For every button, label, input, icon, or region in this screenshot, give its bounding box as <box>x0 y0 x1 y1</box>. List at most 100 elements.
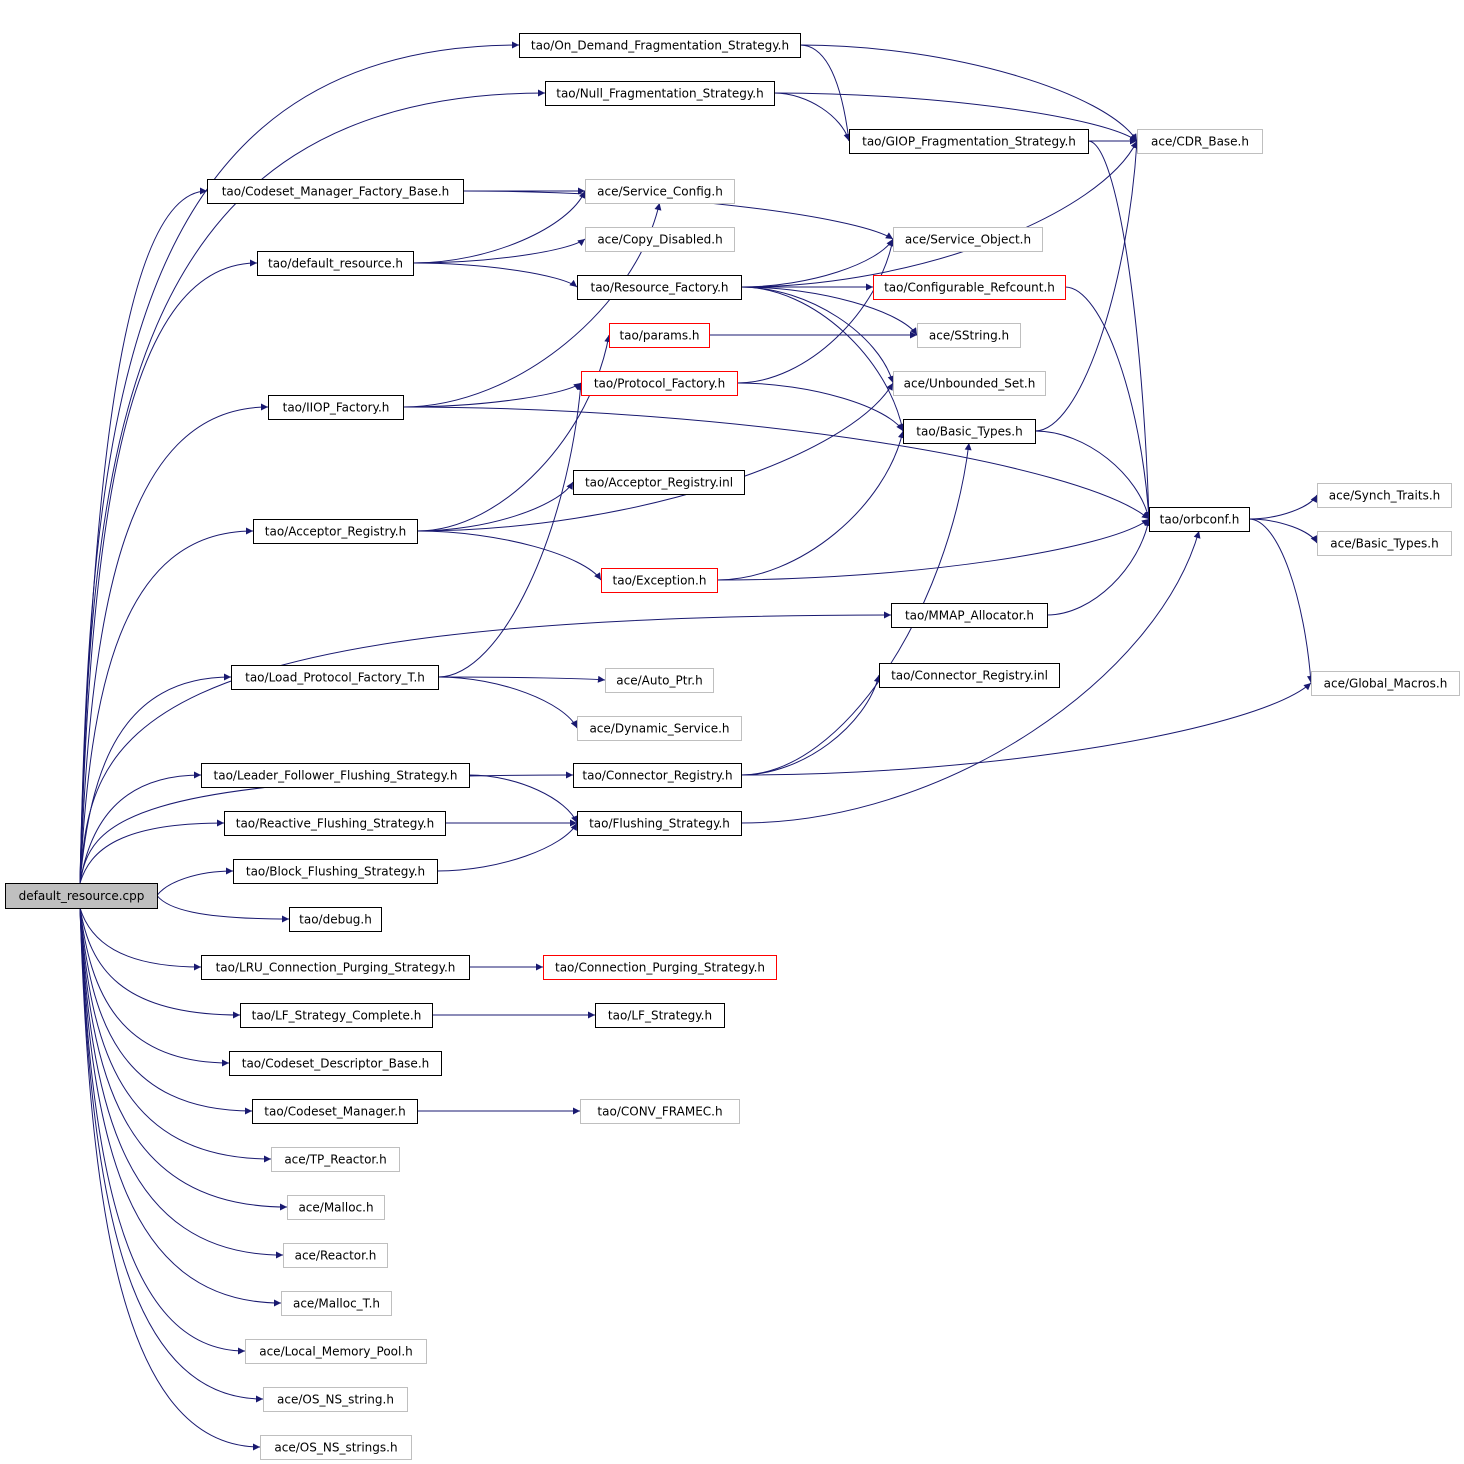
edge-root-to-malloct <box>79 907 282 1307</box>
node-reactor[interactable]: ace/Reactor.h <box>283 1243 388 1268</box>
node-exception[interactable]: tao/Exception.h <box>601 568 718 593</box>
node-root[interactable]: default_resource.cpp <box>5 883 158 909</box>
node-label: tao/Connection_Purging_Strategy.h <box>555 961 765 975</box>
node-label: tao/Acceptor_Registry.inl <box>585 476 733 490</box>
edge-resfac-to-cdr <box>740 140 1138 288</box>
node-params[interactable]: tao/params.h <box>609 323 710 348</box>
node-resfac[interactable]: tao/Resource_Factory.h <box>577 275 742 300</box>
node-box <box>201 763 470 788</box>
node-ondemand[interactable]: tao/On_Demand_Fragmentation_Strategy.h <box>519 33 801 58</box>
edge-defres-to-copydis <box>412 238 586 264</box>
node-localmem[interactable]: ace/Local_Memory_Pool.h <box>245 1339 427 1364</box>
node-csmgr[interactable]: tao/Codeset_Manager.h <box>252 1099 418 1124</box>
node-box <box>595 1003 725 1028</box>
node-basictypes[interactable]: tao/Basic_Types.h <box>903 419 1036 444</box>
edge-root-to-osnsstrings <box>79 907 261 1451</box>
node-orbconf[interactable]: tao/orbconf.h <box>1149 507 1250 532</box>
node-mmap[interactable]: tao/MMAP_Allocator.h <box>891 603 1048 628</box>
node-label: tao/Connector_Registry.h <box>582 769 732 783</box>
node-box <box>605 668 714 693</box>
node-box <box>545 81 775 106</box>
node-nullfrag[interactable]: tao/Null_Fragmentation_Strategy.h <box>545 81 775 106</box>
node-box <box>891 603 1048 628</box>
node-label: ace/Service_Config.h <box>597 185 723 199</box>
node-iiopfac[interactable]: tao/IIOP_Factory.h <box>268 395 404 420</box>
node-label: tao/orbconf.h <box>1160 513 1240 527</box>
node-debug[interactable]: tao/debug.h <box>289 907 382 932</box>
node-box <box>577 716 742 741</box>
node-label: ace/Reactor.h <box>295 1249 377 1263</box>
node-dynsvc[interactable]: ace/Dynamic_Service.h <box>577 716 742 741</box>
edge-orbconf-to-globmac <box>1248 518 1314 684</box>
node-acebasic[interactable]: ace/Basic_Types.h <box>1317 531 1452 556</box>
node-box <box>207 179 464 204</box>
node-svccfg[interactable]: ace/Service_Config.h <box>585 179 735 204</box>
node-unbset[interactable]: ace/Unbounded_Set.h <box>893 371 1046 396</box>
node-malloct[interactable]: ace/Malloc_T.h <box>281 1291 392 1316</box>
edge-root-to-reactflush <box>79 819 225 884</box>
node-copydis[interactable]: ace/Copy_Disabled.h <box>585 227 735 252</box>
node-loadprot[interactable]: tao/Load_Protocol_Factory_T.h <box>231 665 439 690</box>
edge-ondemand-to-cdr <box>799 44 1138 142</box>
node-accreginl[interactable]: tao/Acceptor_Registry.inl <box>573 470 745 495</box>
node-osnsstrings[interactable]: ace/OS_NS_strings.h <box>260 1435 412 1460</box>
node-connreginl[interactable]: tao/Connector_Registry.inl <box>879 663 1060 688</box>
node-flushstrat[interactable]: tao/Flushing_Strategy.h <box>577 811 742 836</box>
node-box <box>893 371 1046 396</box>
edge-protfac-to-svcobj <box>736 238 896 384</box>
edge-root-to-localmem <box>79 907 246 1355</box>
node-accreg[interactable]: tao/Acceptor_Registry.h <box>253 519 418 544</box>
node-label: tao/Codeset_Manager.h <box>264 1105 405 1119</box>
edge-orbconf-to-acebasic <box>1248 518 1318 544</box>
node-tpreactor[interactable]: ace/TP_Reactor.h <box>271 1147 400 1172</box>
node-connreg[interactable]: tao/Connector_Registry.h <box>573 763 742 788</box>
dependency-nodes: default_resource.cpp tao/On_Demand_Fragme… <box>5 33 1460 1460</box>
node-label: tao/Null_Fragmentation_Strategy.h <box>556 87 763 101</box>
edge-exception-to-orbconf <box>716 518 1150 581</box>
node-box <box>519 33 801 58</box>
edge-root-to-lfflush <box>79 771 202 884</box>
node-box <box>233 859 438 884</box>
node-lrupurge[interactable]: tao/LRU_Connection_Purging_Strategy.h <box>201 955 470 980</box>
node-label: ace/Synch_Traits.h <box>1329 489 1440 503</box>
edge-resfac-to-unbset <box>740 286 895 384</box>
node-lfflush[interactable]: tao/Leader_Follower_Flushing_Strategy.h <box>201 763 470 788</box>
node-csmfb[interactable]: tao/Codeset_Manager_Factory_Base.h <box>207 179 464 204</box>
node-csdesc[interactable]: tao/Codeset_Descriptor_Base.h <box>229 1051 442 1076</box>
node-defres[interactable]: tao/default_resource.h <box>257 251 414 276</box>
node-reactflush[interactable]: tao/Reactive_Flushing_Strategy.h <box>224 811 446 836</box>
node-box <box>543 955 777 980</box>
node-label: tao/Protocol_Factory.h <box>594 377 725 391</box>
node-label: tao/On_Demand_Fragmentation_Strategy.h <box>531 39 789 53</box>
node-connpurge[interactable]: tao/Connection_Purging_Strategy.h <box>543 955 777 980</box>
node-label: tao/Configurable_Refcount.h <box>884 281 1055 295</box>
node-confref[interactable]: tao/Configurable_Refcount.h <box>873 275 1066 300</box>
node-box <box>287 1195 385 1220</box>
node-globmac[interactable]: ace/Global_Macros.h <box>1311 671 1460 696</box>
node-giop[interactable]: tao/GIOP_Fragmentation_Strategy.h <box>849 129 1089 154</box>
node-synch[interactable]: ace/Synch_Traits.h <box>1317 483 1452 508</box>
edge-root-to-iiopfac <box>79 403 269 884</box>
node-lfcomplete[interactable]: tao/LF_Strategy_Complete.h <box>240 1003 433 1028</box>
node-convframe[interactable]: tao/CONV_FRAMEC.h <box>580 1099 740 1124</box>
node-box <box>1317 483 1452 508</box>
node-protfac[interactable]: tao/Protocol_Factory.h <box>581 371 738 396</box>
node-sstring[interactable]: ace/SString.h <box>917 323 1021 348</box>
node-label: ace/TP_Reactor.h <box>284 1153 386 1167</box>
node-label: ace/Global_Macros.h <box>1324 677 1448 691</box>
edge-root-to-mmap <box>79 611 892 884</box>
node-cdr[interactable]: ace/CDR_Base.h <box>1137 129 1263 154</box>
node-svcobj[interactable]: ace/Service_Object.h <box>893 227 1043 252</box>
node-box <box>1311 671 1460 696</box>
node-blockflush[interactable]: tao/Block_Flushing_Strategy.h <box>233 859 438 884</box>
node-box <box>240 1003 433 1028</box>
node-lfstrat[interactable]: tao/LF_Strategy.h <box>595 1003 725 1028</box>
node-autoptr[interactable]: ace/Auto_Ptr.h <box>605 668 714 693</box>
edge-root-to-blockflush <box>156 867 234 896</box>
node-box <box>231 665 439 690</box>
edge-resfac-to-svcobj <box>740 238 894 288</box>
node-osnsstring[interactable]: ace/OS_NS_string.h <box>263 1387 408 1412</box>
node-label: tao/LF_Strategy.h <box>608 1009 712 1023</box>
node-malloc[interactable]: ace/Malloc.h <box>287 1195 385 1220</box>
